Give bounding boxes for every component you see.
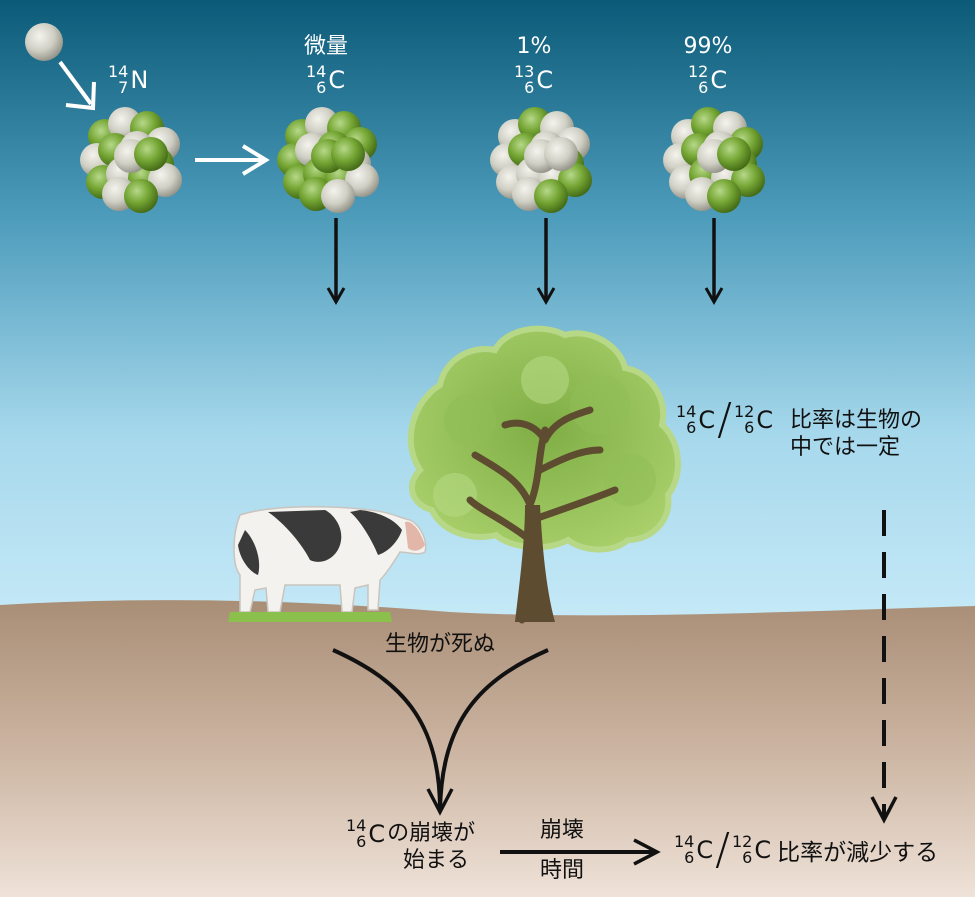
neutron-ball [148, 163, 182, 197]
living-ratio-text-line2: 中では一定 [790, 435, 901, 460]
neutron-ball [321, 179, 355, 213]
neutron-particle [25, 23, 63, 61]
proton-ball [731, 163, 765, 197]
c13-mass-number: 13 [514, 62, 535, 81]
cow-illustration [228, 505, 427, 622]
death-arrow-right [438, 648, 549, 811]
c13-abundance-caption: 1% [516, 34, 552, 59]
decay-start-text: の崩壊が [387, 821, 476, 846]
proton-ball [558, 163, 592, 197]
living-ratio-text-line1: 比率は生物の [790, 408, 923, 433]
c14-mass-number: 14 [306, 62, 327, 81]
carbon-12-nucleus [663, 107, 765, 213]
carbon-13-nucleus [490, 107, 592, 213]
decrease-slash: / [715, 824, 730, 875]
nitrogen-atomic-number: 7 [118, 78, 129, 97]
neutron-arrow [58, 60, 96, 111]
decrease-text: 比率が減少する [777, 840, 939, 866]
organism-dies-label: 生物が死ぬ [384, 632, 496, 657]
decrease-den-symbol: C [754, 836, 772, 864]
carbon-14-nucleus [277, 107, 379, 213]
ratio-num-atomic: 6 [686, 418, 697, 437]
transmutation-arrow [195, 144, 270, 176]
c12-symbol: C [710, 66, 728, 94]
decay-start-mass: 14 [346, 816, 367, 835]
ratio-den-symbol: C [756, 406, 774, 434]
ratio-den-atomic: 6 [744, 418, 755, 437]
proton-ball [707, 179, 741, 213]
neutron-ball [345, 163, 379, 197]
decrease-den-atomic: 6 [742, 848, 753, 867]
ground [0, 600, 975, 897]
decay-start-atomic: 6 [356, 832, 367, 851]
decay-start-line2: 始まる [402, 848, 470, 873]
decrease-den-mass: 12 [731, 832, 753, 851]
c12-mass-number: 12 [688, 62, 709, 81]
nitrogen-14-nucleus [80, 107, 182, 213]
decrease-num-symbol: C [696, 836, 714, 864]
proton-ball [534, 179, 568, 213]
proton-ball [717, 137, 751, 171]
nitrogen-symbol: N [130, 66, 149, 94]
nitrogen-mass-number: 14 [108, 62, 129, 81]
decay-start-symbol: C [368, 820, 386, 848]
decrease-num-atomic: 6 [684, 848, 695, 867]
ratio-slash: / [717, 394, 732, 445]
c13-symbol: C [536, 66, 554, 94]
c14-atomic-number: 6 [316, 78, 327, 97]
ratio-num-symbol: C [698, 406, 716, 434]
neutron-ball [544, 137, 578, 171]
c12-atomic-number: 6 [698, 78, 709, 97]
decrease-num-mass: 14 [674, 832, 695, 851]
proton-ball [134, 137, 168, 171]
decay-arrow-label-above: 崩壊 [539, 818, 585, 843]
death-arrow-left [332, 648, 454, 816]
c14-abundance-caption: 微量 [303, 34, 349, 59]
proton-ball [124, 179, 158, 213]
proton-ball [331, 137, 365, 171]
c12-abundance-caption: 99% [683, 34, 733, 59]
c13-atomic-number: 6 [524, 78, 535, 97]
c14-symbol: C [328, 66, 346, 94]
ratio-den-mass: 12 [733, 402, 755, 421]
decay-arrow-label-below: 時間 [539, 858, 585, 883]
tree-illustration [407, 325, 681, 624]
ratio-num-mass: 14 [676, 402, 697, 421]
